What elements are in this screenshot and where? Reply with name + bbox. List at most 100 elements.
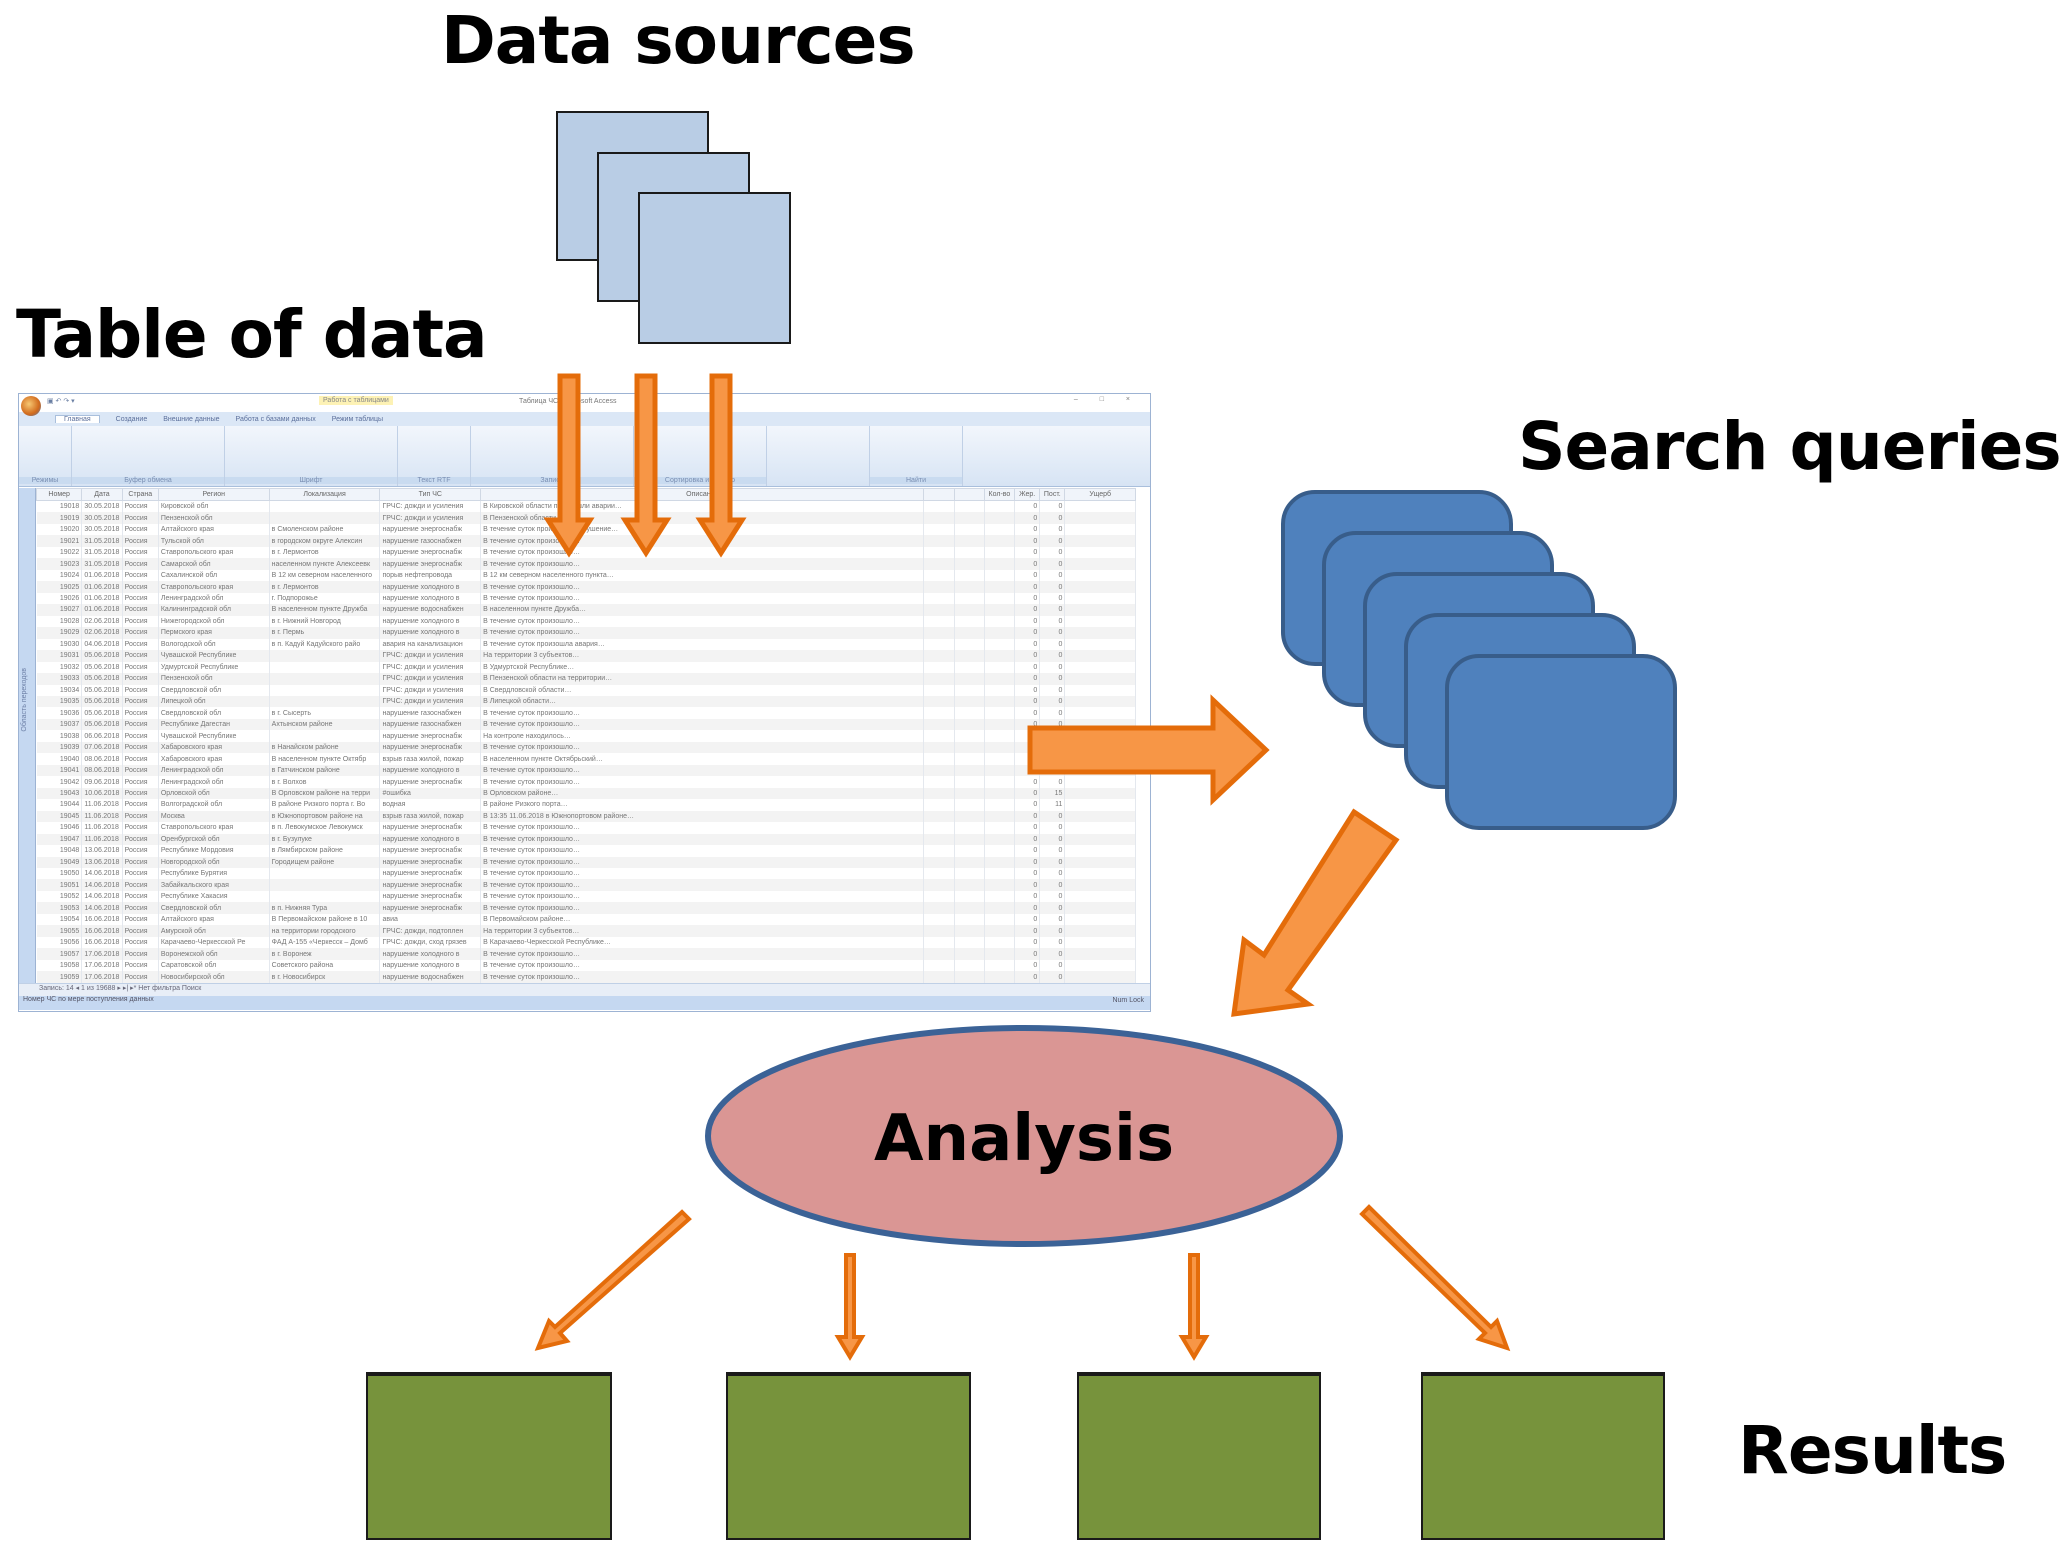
table-cell[interactable]: В течение суток произошло… [480,535,925,547]
office-button[interactable] [21,396,41,416]
table-cell[interactable]: Россия [122,753,159,765]
table-cell[interactable] [269,730,381,742]
table-cell[interactable] [1064,523,1136,536]
table-cell[interactable] [984,512,1016,524]
table-cell[interactable]: 19046 [36,822,83,834]
table-cell[interactable]: 0 [1014,546,1041,559]
table-cell[interactable] [954,535,985,547]
table-cell[interactable]: Воронежской обл [158,948,270,960]
table-cell[interactable]: водная [379,799,482,811]
column-header[interactable]: Ущерб [1064,488,1136,501]
table-cell[interactable]: Сахалинской обл [158,569,270,582]
table-cell[interactable] [984,592,1016,605]
table-cell[interactable]: 19044 [36,799,83,811]
table-cell[interactable]: Россия [122,764,159,777]
table-cell[interactable]: 11.06.2018 [81,833,123,846]
table-cell[interactable]: 19028 [36,615,83,628]
table-cell[interactable]: нарушение энергоснабж [379,845,482,857]
table-cell[interactable]: 19047 [36,833,83,846]
table-cell[interactable]: 0 [1039,936,1066,949]
table-cell[interactable] [923,902,955,914]
table-cell[interactable] [954,512,985,524]
table-cell[interactable]: 04.06.2018 [81,638,123,651]
table-cell[interactable] [954,730,985,742]
table-cell[interactable]: 05.06.2018 [81,661,123,674]
column-header[interactable]: Тип ЧС [379,488,482,501]
table-cell[interactable] [984,615,1016,628]
table-cell[interactable]: Ленинградской обл [158,592,270,605]
column-header[interactable] [923,488,955,501]
table-cell[interactable]: 19055 [36,925,83,937]
table-cell[interactable] [1064,592,1136,605]
table-cell[interactable]: в Южнопортовом районе на [269,810,381,823]
table-cell[interactable]: 30.05.2018 [81,500,123,513]
table-cell[interactable]: В 13:35 11.06.2018 в Южнопортовом районе… [480,810,925,823]
table-cell[interactable]: Россия [122,661,159,674]
table-cell[interactable] [984,776,1016,788]
table-cell[interactable]: Чувашской Республике [158,650,270,662]
table-cell[interactable]: 09.06.2018 [81,776,123,788]
table-cell[interactable] [984,627,1016,639]
table-cell[interactable]: ГРЧС: дожди и усиления [379,673,482,685]
table-cell[interactable] [923,592,955,605]
table-cell[interactable]: Россия [122,890,159,903]
table-cell[interactable]: 19024 [36,569,83,582]
table-cell[interactable] [954,661,985,674]
table-cell[interactable] [954,718,985,731]
table-cell[interactable]: Россия [122,592,159,605]
table-cell[interactable]: В районе Ризкого порта г. Во [269,799,381,811]
table-cell[interactable]: 0 [1014,822,1041,834]
table-cell[interactable]: Москва [158,810,270,823]
table-cell[interactable]: 19031 [36,650,83,662]
table-cell[interactable] [1064,879,1136,891]
table-cell[interactable]: 0 [1039,500,1066,513]
table-cell[interactable]: Россия [122,604,159,616]
table-cell[interactable]: Тульской обл [158,535,270,547]
table-cell[interactable]: 19053 [36,902,83,914]
table-cell[interactable] [1064,948,1136,960]
table-cell[interactable]: 05.06.2018 [81,650,123,662]
table-cell[interactable]: 0 [1014,581,1041,593]
table-cell[interactable] [1064,913,1136,926]
table-cell[interactable]: 0 [1014,512,1041,524]
table-cell[interactable]: Россия [122,741,159,754]
table-cell[interactable]: 0 [1039,569,1066,582]
table-cell[interactable]: 05.06.2018 [81,673,123,685]
table-cell[interactable]: Россия [122,718,159,731]
table-cell[interactable]: Республике Хакасия [158,890,270,903]
table-cell[interactable]: В течение суток произошло… [480,948,925,960]
table-cell[interactable] [984,948,1016,960]
table-cell[interactable]: 16.06.2018 [81,936,123,949]
table-cell[interactable] [954,936,985,949]
table-cell[interactable]: Республике Бурятия [158,868,270,880]
table-cell[interactable]: 0 [1039,868,1066,880]
table-cell[interactable] [954,753,985,765]
table-cell[interactable] [1064,822,1136,834]
table-cell[interactable]: 19023 [36,558,83,570]
table-cell[interactable] [1064,673,1136,685]
table-cell[interactable]: 0 [1014,627,1041,639]
table-cell[interactable]: 0 [1014,776,1041,788]
table-cell[interactable]: 02.06.2018 [81,615,123,628]
ribbon-group[interactable]: Буфер обмена [72,426,225,486]
table-cell[interactable] [1064,787,1136,800]
table-cell[interactable]: 19059 [36,971,83,983]
table-cell[interactable]: в г. Нижний Новгород [269,615,381,628]
table-cell[interactable]: 31.05.2018 [81,546,123,559]
table-cell[interactable] [1064,890,1136,903]
table-cell[interactable]: Россия [122,925,159,937]
table-cell[interactable] [923,627,955,639]
table-cell[interactable]: на территории городского [269,925,381,937]
table-cell[interactable]: В Орловском районе… [480,787,925,800]
table-cell[interactable] [984,799,1016,811]
table-cell[interactable]: 0 [1014,500,1041,513]
